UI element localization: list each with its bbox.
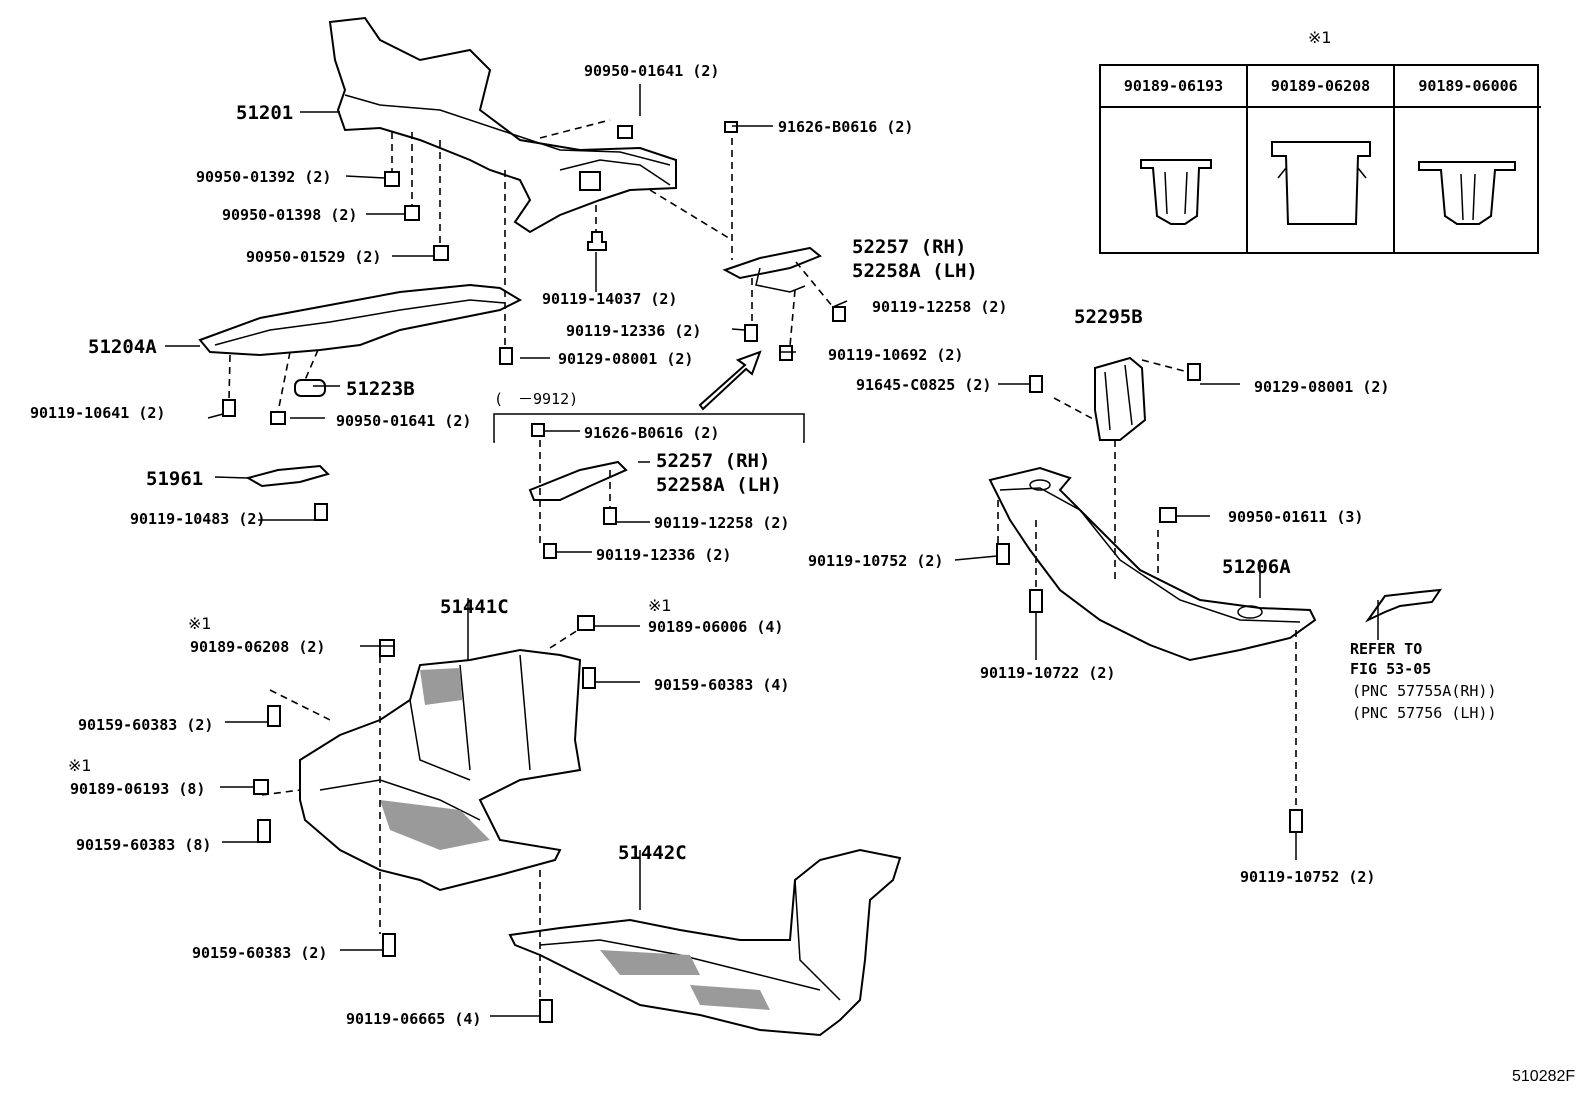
label-mark-b: ※1 bbox=[648, 596, 672, 615]
part-52257-upper bbox=[722, 246, 822, 280]
label-90950-01611: 90950-01611 (3) bbox=[1228, 508, 1364, 526]
label-51204A: 51204A bbox=[88, 336, 157, 358]
label-90159-60383-d: 90159-60383 (2) bbox=[192, 944, 328, 962]
legend-column-2: 90189-06208 bbox=[1248, 66, 1395, 252]
part-51442C-cover bbox=[508, 848, 902, 1037]
label-91645-C0825: 91645-C0825 (2) bbox=[856, 376, 992, 394]
clip-90189-06208-icon bbox=[1271, 141, 1371, 225]
part-52295B-bracket bbox=[1094, 356, 1147, 441]
label-52258A-lh-upper: 52258A (LH) bbox=[852, 260, 978, 282]
label-51442C: 51442C bbox=[618, 842, 687, 864]
legend-mark: ※1 bbox=[1308, 28, 1332, 47]
label-51961: 51961 bbox=[146, 468, 204, 490]
label-90119-12336-top: 90119-12336 (2) bbox=[566, 322, 702, 340]
label-90119-10692: 90119-10692 (2) bbox=[828, 346, 964, 364]
label-90189-06193: 90189-06193 (8) bbox=[70, 780, 206, 798]
label-refer-pnc-lh: (PNC 57756 (LH)) bbox=[1352, 704, 1497, 722]
label-51201: 51201 bbox=[236, 102, 294, 124]
legend-header-2: 90189-06208 bbox=[1248, 66, 1393, 108]
label-52257-rh-upper: 52257 (RH) bbox=[852, 236, 967, 258]
label-90119-10752-bottom: 90119-10752 (2) bbox=[1240, 868, 1376, 886]
label-90950-01392: 90950-01392 (2) bbox=[196, 168, 332, 186]
part-52257-lower bbox=[528, 460, 628, 501]
label-90159-60383-c: 90159-60383 (8) bbox=[76, 836, 212, 854]
label-90119-12258-top: 90119-12258 (2) bbox=[872, 298, 1008, 316]
label-91626-B0616-mid: 91626-B0616 (2) bbox=[584, 424, 720, 442]
part-51204A-brace bbox=[198, 283, 523, 357]
part-refer-bracket bbox=[1364, 588, 1443, 623]
label-52258A-lh-lower: 52258A (LH) bbox=[656, 474, 782, 496]
part-51206A-crossmember bbox=[988, 466, 1317, 662]
legend-header-1: 90189-06193 bbox=[1101, 66, 1246, 108]
label-90119-12258-mid: 90119-12258 (2) bbox=[654, 514, 790, 532]
label-90119-06665: 90119-06665 (4) bbox=[346, 1010, 482, 1028]
label-52257-rh-lower: 52257 (RH) bbox=[656, 450, 771, 472]
label-90950-01641-mid: 90950-01641 (2) bbox=[336, 412, 472, 430]
clip-90189-06193-icon bbox=[1140, 159, 1212, 225]
label-90119-10752-left: 90119-10752 (2) bbox=[808, 552, 944, 570]
label-mark-a: ※1 bbox=[188, 614, 212, 633]
dashed-lines bbox=[228, 119, 1297, 1000]
label-mark-c: ※1 bbox=[68, 756, 92, 775]
label-90189-06208: 90189-06208 (2) bbox=[190, 638, 326, 656]
label-51206A: 51206A bbox=[1222, 556, 1291, 578]
label-90129-08001-right: 90129-08001 (2) bbox=[1254, 378, 1390, 396]
figure-id: 510282F bbox=[1512, 1068, 1576, 1085]
label-90159-60383-a: 90159-60383 (4) bbox=[654, 676, 790, 694]
arrow-to-detail bbox=[698, 350, 762, 411]
label-52295B: 52295B bbox=[1074, 306, 1143, 328]
label-90119-10641: 90119-10641 (2) bbox=[30, 404, 166, 422]
legend-column-3: 90189-06006 bbox=[1395, 66, 1541, 252]
leader-lines bbox=[165, 84, 1379, 1017]
part-51961-bracket bbox=[245, 464, 330, 488]
label-refer-to: REFER TO bbox=[1350, 640, 1423, 658]
label-51441C: 51441C bbox=[440, 596, 509, 618]
label-refer-fig: FIG 53-05 bbox=[1350, 660, 1432, 678]
label-90119-10722: 90119-10722 (2) bbox=[980, 664, 1116, 682]
label-90129-08001-left: 90129-08001 (2) bbox=[558, 350, 694, 368]
label-90119-12336-mid: 90119-12336 (2) bbox=[596, 546, 732, 564]
legend-column-1: 90189-06193 bbox=[1101, 66, 1248, 252]
label-91626-B0616-top: 91626-B0616 (2) bbox=[778, 118, 914, 136]
label-90950-01398: 90950-01398 (2) bbox=[222, 206, 358, 224]
label-range-9912: ( －9912) bbox=[494, 390, 579, 408]
part-51441C-cover bbox=[299, 648, 582, 892]
part-51201-crossmember bbox=[328, 16, 677, 234]
label-90189-06006: 90189-06006 (4) bbox=[648, 618, 784, 636]
label-90159-60383-b: 90159-60383 (2) bbox=[78, 716, 214, 734]
label-51223B: 51223B bbox=[346, 378, 415, 400]
label-refer-pnc-rh: (PNC 57755A(RH)) bbox=[1352, 682, 1497, 700]
clip-90189-06006-icon bbox=[1418, 161, 1516, 225]
legend-table: 90189-06193 90189-06208 90189-06006 bbox=[1099, 64, 1541, 254]
label-90950-01641-top: 90950-01641 (2) bbox=[584, 62, 720, 80]
label-90950-01529: 90950-01529 (2) bbox=[246, 248, 382, 266]
label-90119-14037: 90119-14037 (2) bbox=[542, 290, 678, 308]
legend-header-3: 90189-06006 bbox=[1395, 66, 1541, 108]
part-51223B bbox=[294, 379, 326, 397]
label-90119-10483: 90119-10483 (2) bbox=[130, 510, 266, 528]
